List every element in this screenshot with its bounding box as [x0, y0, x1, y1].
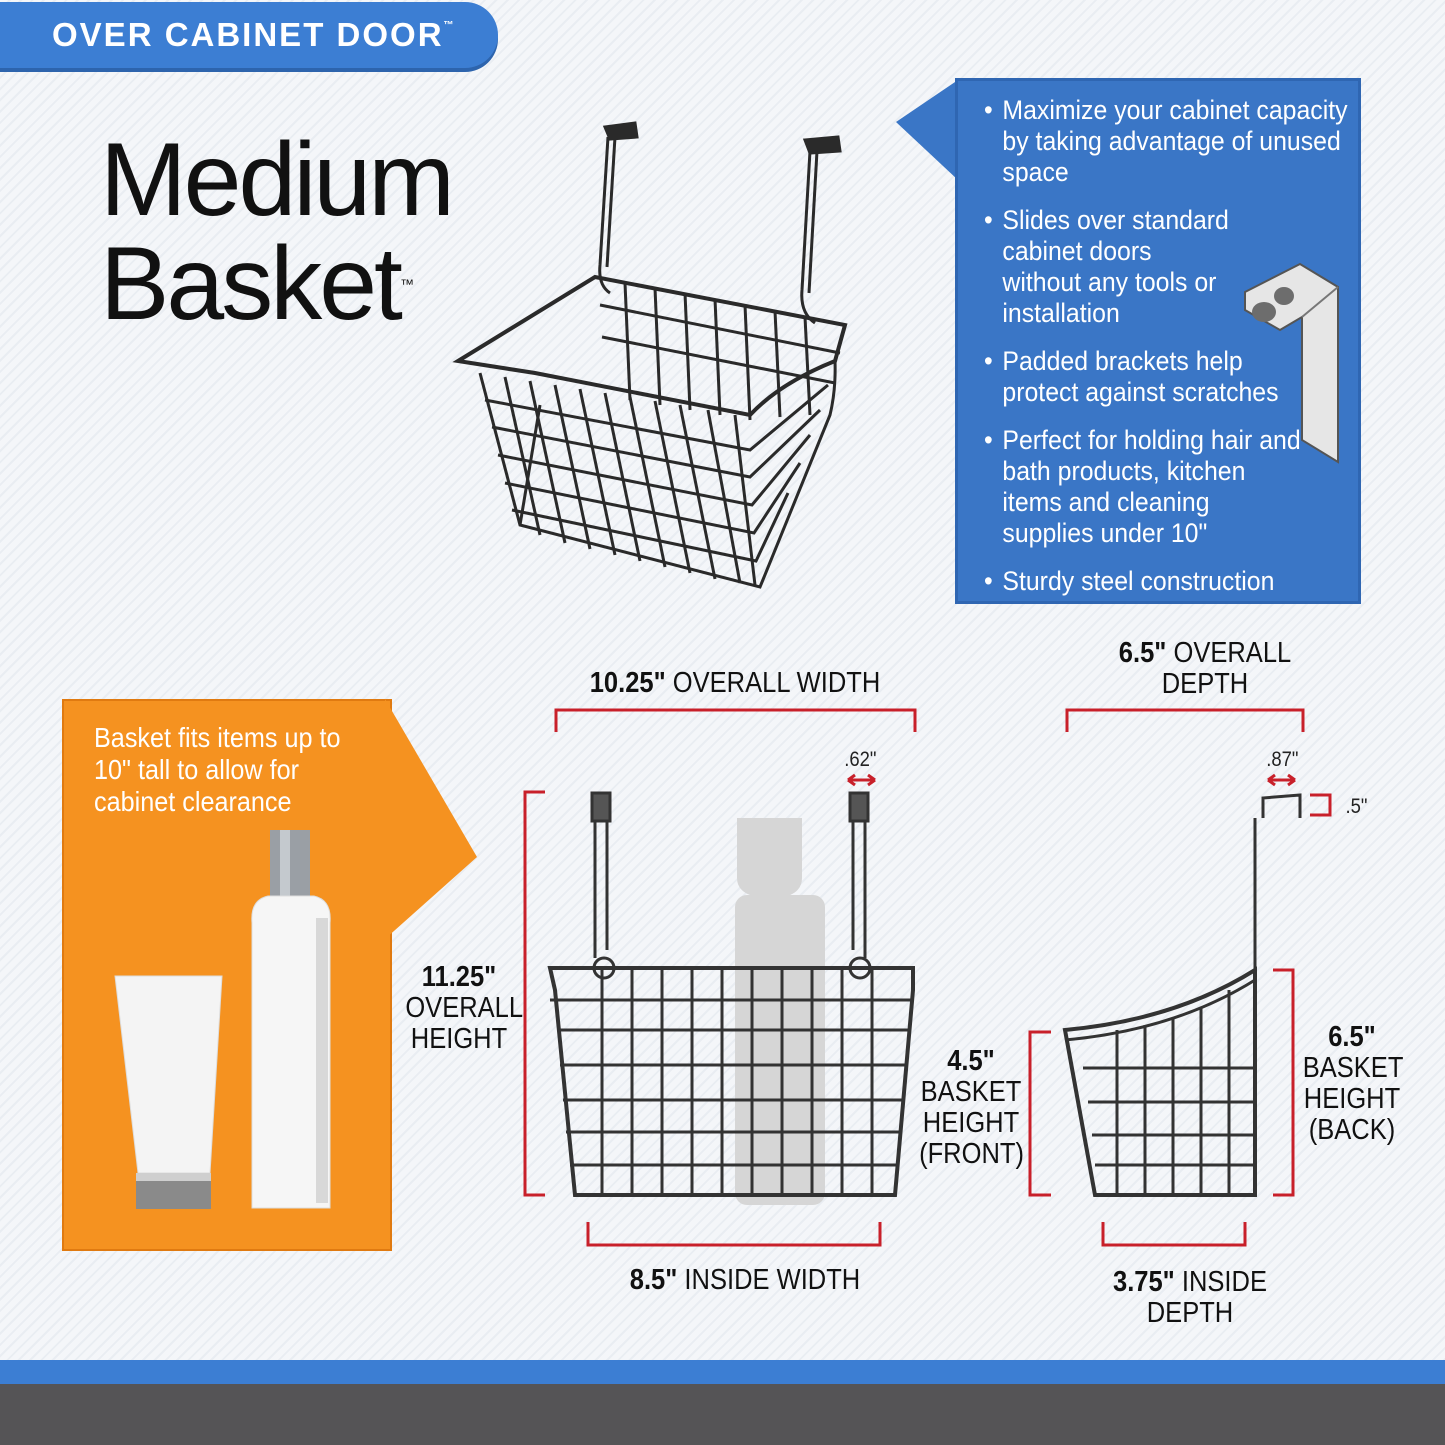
overall-depth-value: 6.5"	[1118, 637, 1167, 669]
title-line-2: Basket	[100, 226, 403, 342]
overall-height-text: OVERALL	[405, 992, 524, 1024]
overall-width-label: 10.25" OVERALL WIDTH	[581, 668, 889, 699]
feature-item: Perfect for holding hair and bath produc…	[984, 425, 1306, 549]
basket-height-front-text: HEIGHT	[922, 1107, 1020, 1139]
title-trademark: ™	[399, 276, 414, 292]
inside-width-label: 8.5" INSIDE WIDTH	[609, 1265, 882, 1296]
inside-depth-label: 3.75" INSIDE DEPTH	[1098, 1267, 1283, 1329]
tab-trademark: ™	[443, 19, 454, 31]
overall-height-text: HEIGHT	[410, 1023, 508, 1055]
product-title: Medium Basket™	[100, 122, 455, 336]
clearance-note: Basket fits items up to 10" tall to allo…	[94, 722, 341, 817]
category-tab-label: OVER CABINET DOOR	[52, 16, 444, 53]
clearance-callout-pointer	[385, 699, 477, 939]
overall-width-value: 10.25"	[589, 667, 666, 699]
basket-height-back-value: 6.5"	[1328, 1021, 1376, 1053]
product-bottles-illustration	[114, 830, 331, 1209]
basket-height-front-value: 4.5"	[947, 1045, 995, 1077]
inside-width-text: INSIDE WIDTH	[684, 1264, 861, 1296]
basket-height-front-label: 4.5" BASKET HEIGHT (FRONT)	[919, 1045, 1024, 1170]
clearance-callout	[62, 699, 392, 1251]
feature-item: Maximize your cabinet capacity by taking…	[984, 95, 1361, 188]
overall-height-value: 11.25"	[421, 961, 497, 993]
basket-height-front-text: (FRONT)	[919, 1138, 1024, 1170]
basket-hero-illustration	[452, 121, 848, 589]
footer-band	[0, 1384, 1445, 1445]
hook-width-side-label: .87"	[1266, 748, 1299, 771]
side-view-diagram	[1028, 708, 1332, 1247]
basket-height-back-text: HEIGHT	[1303, 1083, 1401, 1115]
feature-item: Padded brackets help protect against scr…	[984, 346, 1288, 408]
overall-width-text: OVERALL WIDTH	[672, 667, 881, 699]
title-line-1: Medium	[100, 122, 455, 238]
basket-height-front-text: BASKET	[920, 1076, 1022, 1108]
basket-height-back-text: BASKET	[1302, 1052, 1404, 1084]
feature-list: Maximize your cabinet capacity by taking…	[958, 81, 1358, 597]
overall-depth-label: 6.5" OVERALL DEPTH	[1104, 638, 1306, 700]
padded-bracket-icon	[1244, 262, 1339, 464]
basket-height-back-label: 6.5" BASKET HEIGHT (BACK)	[1302, 1021, 1404, 1146]
inside-depth-value: 3.75"	[1113, 1266, 1175, 1298]
overall-depth-text: DEPTH	[1161, 668, 1249, 700]
features-panel-pointer	[896, 80, 958, 180]
overall-height-label: 11.25" OVERALL HEIGHT	[405, 961, 523, 1055]
hook-width-front-label: .62"	[844, 748, 877, 771]
inside-width-value: 8.5"	[629, 1264, 678, 1296]
inside-depth-text: DEPTH	[1146, 1297, 1234, 1329]
inside-depth-text: INSIDE	[1181, 1266, 1267, 1298]
features-panel: Maximize your cabinet capacity by taking…	[955, 78, 1361, 604]
basket-height-back-text: (BACK)	[1308, 1114, 1396, 1146]
footer-accent-band	[0, 1360, 1445, 1384]
feature-item: Slides over standard cabinet doors witho…	[984, 205, 1232, 329]
feature-item: Sturdy steel construction	[984, 566, 1361, 597]
overall-depth-text: OVERALL	[1173, 637, 1292, 669]
front-view-diagram	[523, 708, 917, 1247]
hook-drop-label: .5"	[1345, 795, 1368, 818]
